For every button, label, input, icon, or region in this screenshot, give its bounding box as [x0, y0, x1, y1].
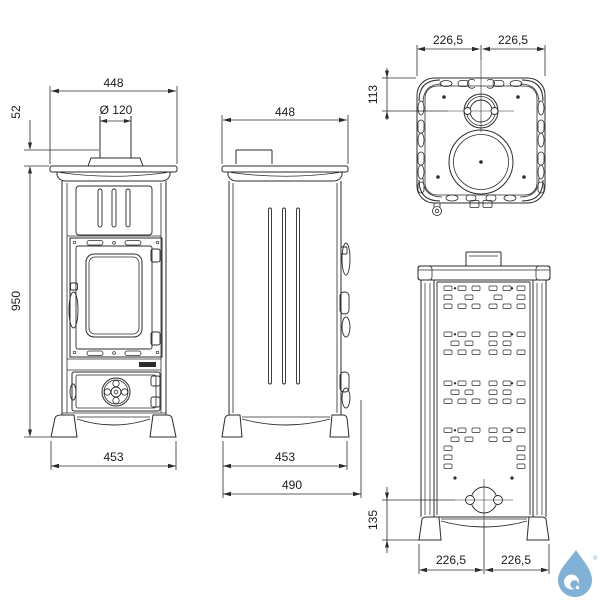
dim-back-air-inlet-height: 135: [366, 510, 380, 530]
dim-side-base-depth: 453: [275, 450, 295, 464]
rating-plate: [139, 362, 156, 367]
air-inlet: [455, 479, 513, 522]
dim-front-height: 950: [9, 291, 23, 311]
water-drop-icon: [558, 550, 592, 597]
registered-trademark: ®: [593, 555, 598, 562]
side-dimensions: [221, 115, 362, 498]
back-dimensions: [382, 487, 550, 574]
brand-logo: ®: [558, 550, 598, 597]
top-dimensions: [382, 45, 546, 120]
latch-detail: [432, 203, 442, 216]
dim-front-base-width: 453: [103, 450, 123, 464]
dim-top-left-half: 226,5: [433, 33, 463, 47]
dim-front-width: 448: [103, 76, 123, 90]
air-vent-rosette: [101, 377, 131, 407]
dim-front-flue-height: 52: [9, 105, 23, 119]
front-dimensions: [24, 86, 178, 470]
dim-back-left-half: 226,5: [436, 553, 466, 567]
dim-top-right-half: 226,5: [498, 33, 528, 47]
vent-slots: [443, 285, 526, 469]
cook-plate-ring: [448, 129, 514, 195]
dim-side-overall-depth: 490: [282, 478, 302, 492]
flue-outlet-top: [463, 93, 499, 129]
dim-side-depth: 448: [275, 105, 295, 119]
top-view: [416, 60, 546, 216]
dim-top-flue-offset: 113: [366, 85, 380, 104]
back-view: [417, 251, 551, 541]
front-view: [49, 116, 178, 438]
dim-front-flue-diameter: Ø 120: [100, 103, 133, 117]
dim-back-right-half: 226,5: [501, 553, 531, 567]
side-view: [221, 149, 351, 438]
